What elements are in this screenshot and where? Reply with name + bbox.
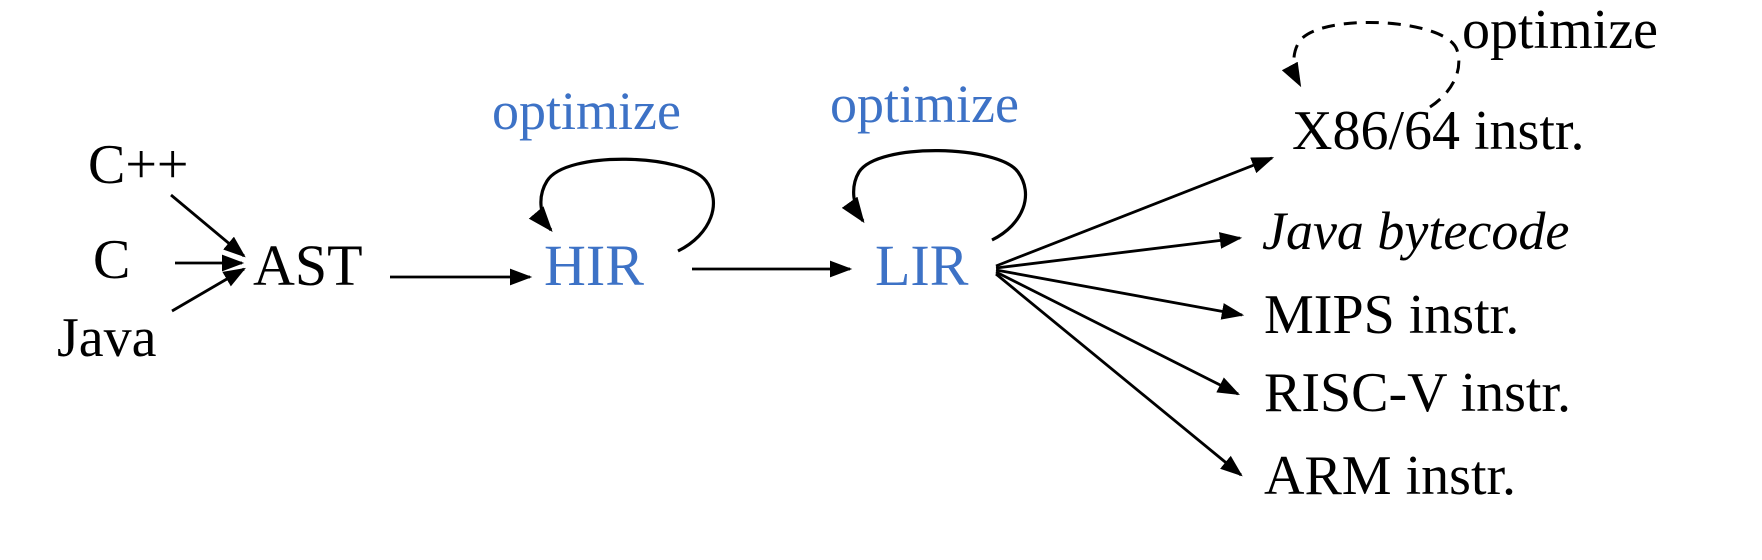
hir-optimize-loop-arrow: [528, 157, 716, 253]
node-hir: HIR: [544, 233, 644, 298]
lir-optimize-loop-arrow: [841, 149, 1028, 242]
target-mips: MIPS instr.: [1264, 284, 1520, 346]
node-cpp: C++: [88, 134, 189, 196]
edge-java-to-ast: [171, 267, 246, 313]
node-lir: LIR: [875, 233, 969, 298]
edge-lir-to-x86: [995, 156, 1275, 268]
target-java-bytecode: Java bytecode: [1262, 201, 1570, 261]
node-c: C: [93, 229, 131, 291]
lir-optimize-label: optimize: [830, 74, 1019, 134]
hir-optimize-label: optimize: [492, 81, 681, 141]
edge-lir-to-java-bytecode: [995, 232, 1243, 270]
node-ast: AST: [253, 233, 363, 298]
edge-lir-to-riscv: [995, 270, 1241, 396]
x86-optimize-label: optimize: [1462, 0, 1658, 61]
edge-lir-to-mips: [995, 268, 1245, 320]
edge-cpp-to-ast: [170, 193, 246, 258]
x86-optimize-dashed-loop-arrow: [1281, 21, 1461, 109]
node-java: Java: [57, 307, 157, 369]
target-x86: X86/64 instr.: [1292, 100, 1585, 162]
edge-lir-to-arm: [995, 272, 1243, 477]
target-arm: ARM instr.: [1264, 445, 1517, 507]
target-riscv: RISC-V instr.: [1264, 362, 1572, 424]
